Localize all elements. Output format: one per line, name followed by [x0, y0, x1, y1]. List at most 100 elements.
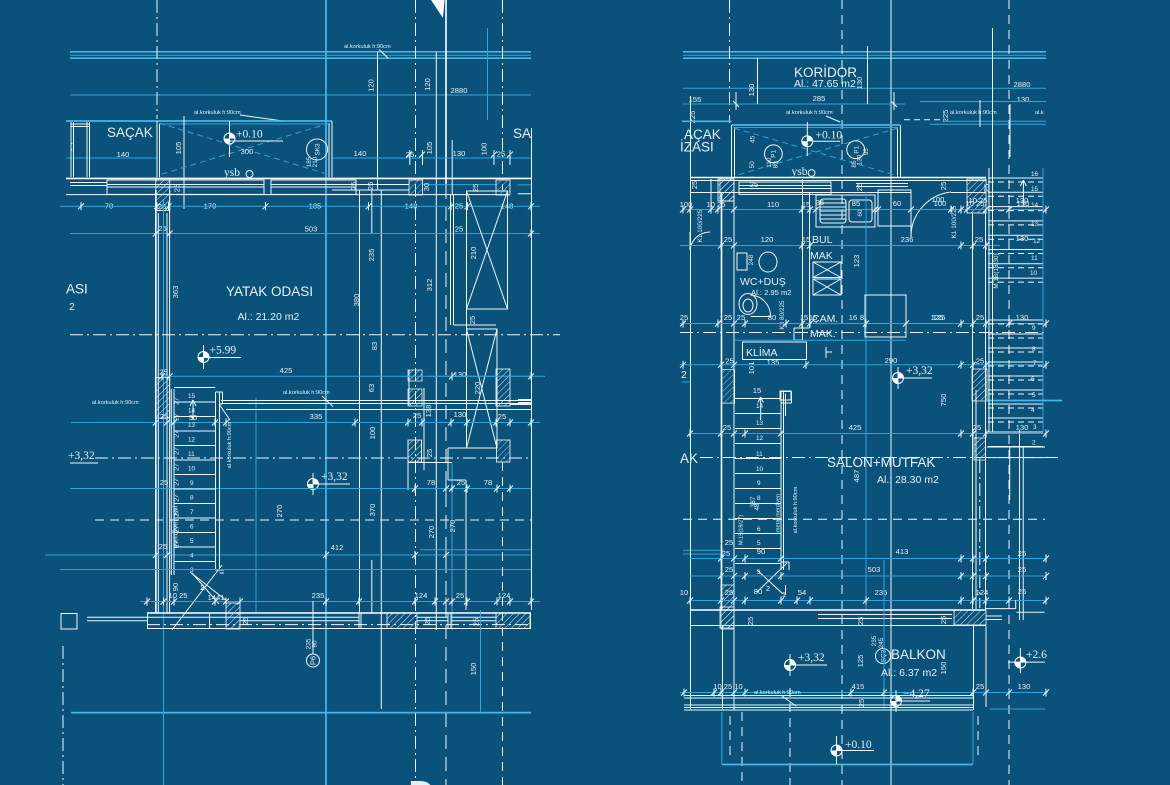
svg-text:8: 8	[1032, 346, 1036, 353]
svg-text:M.15(18/27): M.15(18/27)	[739, 515, 745, 545]
svg-text:125: 125	[856, 655, 865, 668]
svg-text:25: 25	[680, 313, 688, 322]
svg-text:27: 27	[174, 430, 181, 439]
svg-text:235: 235	[367, 249, 376, 262]
svg-text:15: 15	[802, 200, 810, 209]
svg-text:300: 300	[241, 147, 254, 156]
svg-text:9: 9	[190, 480, 194, 487]
svg-text:140: 140	[354, 149, 367, 158]
svg-text:335: 335	[310, 412, 323, 421]
svg-text:SK3: SK3	[315, 143, 322, 156]
svg-text:+3,32: +3,32	[321, 471, 348, 483]
svg-text:25: 25	[160, 412, 168, 421]
svg-text:235: 235	[312, 591, 325, 600]
svg-text:120: 120	[367, 79, 376, 92]
svg-text:130: 130	[1016, 313, 1029, 322]
svg-text:BALKON: BALKON	[891, 647, 946, 662]
svg-text:14: 14	[1031, 202, 1039, 209]
svg-text:130: 130	[453, 149, 466, 158]
svg-text:270: 270	[275, 505, 284, 518]
svg-text:15: 15	[809, 313, 817, 322]
svg-text:8: 8	[757, 495, 761, 502]
svg-text:3: 3	[1033, 424, 1037, 431]
svg-text:210: 210	[469, 247, 478, 260]
svg-text:130: 130	[855, 77, 864, 90]
svg-text:83: 83	[370, 342, 379, 350]
svg-text:16: 16	[1031, 171, 1039, 178]
svg-text:312: 312	[425, 279, 434, 292]
svg-text:80: 80	[754, 587, 762, 596]
svg-text:25: 25	[457, 478, 465, 487]
svg-text:185: 185	[306, 156, 313, 167]
svg-text:ysb: ysb	[792, 166, 808, 178]
svg-text:25: 25	[750, 180, 758, 189]
svg-text:10 25 10: 10 25 10	[713, 682, 743, 691]
svg-text:363: 363	[171, 286, 180, 299]
svg-text:155: 155	[689, 95, 702, 104]
svg-text:130: 130	[1016, 423, 1029, 432]
svg-text:25: 25	[690, 181, 699, 189]
svg-text:90: 90	[189, 413, 197, 422]
svg-text:metal merdiven: metal merdiven	[776, 494, 782, 532]
svg-text:25: 25	[159, 368, 167, 377]
svg-text:25: 25	[366, 182, 375, 190]
svg-text:25: 25	[857, 699, 866, 707]
svg-text:1441: 1441	[208, 593, 225, 602]
svg-text:130: 130	[1016, 234, 1029, 243]
svg-text:11: 11	[188, 451, 195, 458]
svg-text:25: 25	[456, 591, 464, 600]
svg-text:425: 425	[849, 423, 862, 432]
svg-text:150: 150	[469, 663, 478, 676]
svg-text:+3,32: +3,32	[906, 365, 933, 377]
svg-text:27: 27	[174, 509, 181, 518]
svg-text:130: 130	[857, 154, 864, 165]
svg-text:−4,27: −4,27	[903, 688, 930, 700]
svg-text:100: 100	[934, 199, 947, 208]
svg-text:10 25: 10 25	[968, 196, 987, 205]
svg-text:150: 150	[939, 662, 948, 675]
svg-text:11: 11	[756, 451, 763, 458]
svg-text:25: 25	[976, 682, 984, 691]
svg-text:370: 370	[368, 504, 377, 517]
svg-text:SALON+MUTFAK: SALON+MUTFAK	[827, 455, 935, 470]
svg-text:110: 110	[767, 200, 779, 209]
svg-text:210: 210	[312, 156, 319, 167]
svg-text:25: 25	[1018, 587, 1026, 596]
svg-text:SAÇAK: SAÇAK	[107, 125, 153, 140]
svg-text:130: 130	[1017, 95, 1030, 104]
svg-text:380: 380	[352, 294, 361, 307]
svg-text:270: 270	[448, 520, 457, 533]
svg-text:8: 8	[860, 313, 864, 322]
svg-text:503: 503	[305, 225, 318, 234]
svg-text:15: 15	[188, 393, 196, 400]
svg-text:7: 7	[190, 509, 194, 516]
svg-text:225: 225	[941, 110, 950, 123]
svg-text:al.korkuluk h:90cm: al.korkuluk h:90cm	[92, 400, 139, 406]
svg-text:27: 27	[174, 447, 181, 456]
svg-text:25: 25	[722, 549, 730, 558]
svg-text:413: 413	[896, 547, 909, 556]
svg-text:16: 16	[849, 313, 857, 322]
svg-text:100: 100	[932, 195, 945, 204]
svg-text:7: 7	[1033, 360, 1037, 367]
svg-text:25: 25	[725, 588, 733, 597]
svg-text:27: 27	[174, 463, 181, 472]
svg-text:M.1B(18/30): M.1B(18/30)	[993, 253, 1000, 288]
svg-text:12: 12	[756, 435, 764, 442]
svg-text:387: 387	[750, 496, 757, 507]
svg-text:KORİDOR: KORİDOR	[794, 65, 857, 80]
svg-text:al.korkuluk h:90cm: al.korkuluk h:90cm	[754, 690, 801, 696]
svg-text:25: 25	[723, 423, 731, 432]
svg-text:123: 123	[852, 255, 861, 268]
svg-text:85: 85	[852, 199, 860, 208]
svg-text:130: 130	[454, 410, 467, 419]
svg-text:105: 105	[425, 142, 434, 155]
svg-text:90: 90	[312, 640, 319, 648]
svg-text:25: 25	[1018, 549, 1026, 558]
svg-text:Al.: 6.37 m2: Al.: 6.37 m2	[881, 667, 937, 679]
svg-text:25: 25	[725, 538, 733, 547]
svg-text:4: 4	[190, 553, 194, 560]
svg-text:merdiven evi: merdiven evi	[171, 505, 180, 548]
svg-text:3: 3	[190, 567, 194, 574]
svg-text:124: 124	[498, 591, 511, 600]
